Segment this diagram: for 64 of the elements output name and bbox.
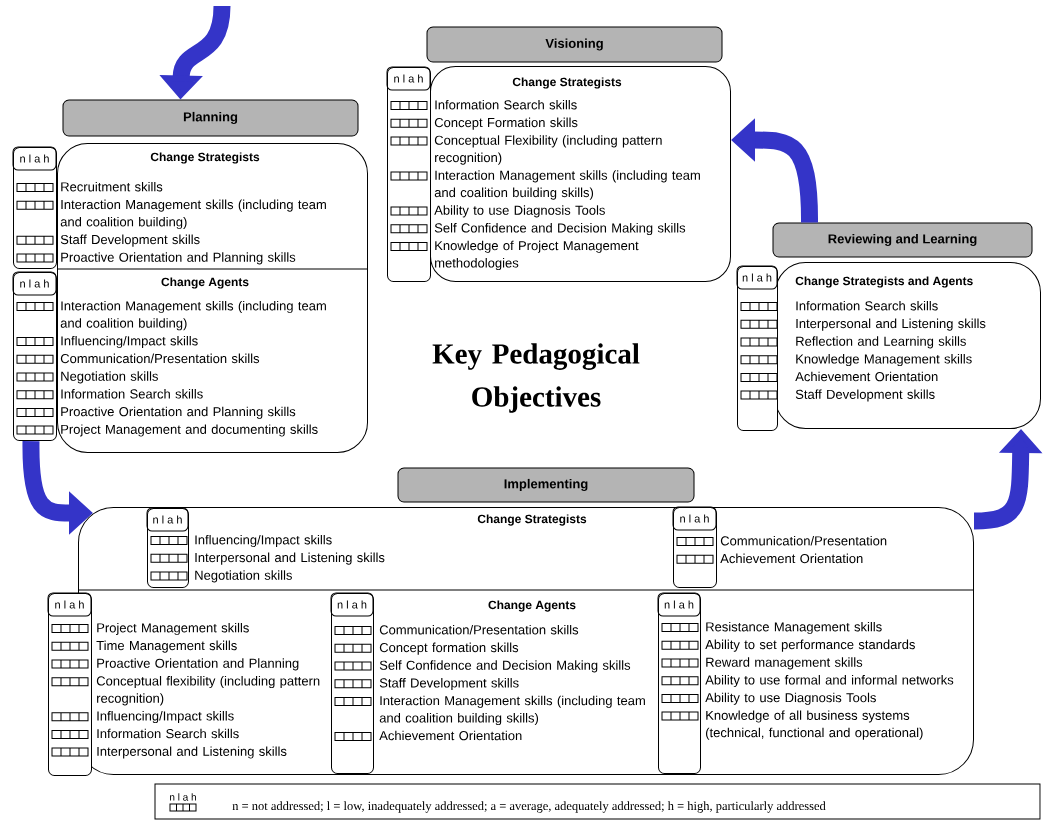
phase-header: Visioning xyxy=(426,26,723,63)
skills-panel xyxy=(56,143,368,453)
skill-item: Project Management skills xyxy=(97,622,249,635)
skill-item: Interaction Management skills (including team and coalition building skills) xyxy=(434,170,700,200)
phase-header: Reviewing and Learning xyxy=(772,222,1033,258)
skill-item: Time Management skills xyxy=(96,640,237,653)
skill-item: Interaction Management skills (including team and coalition building skills) xyxy=(379,695,645,726)
section-heading: Change Agents xyxy=(161,277,249,289)
skill-item: Knowledge of Project Management methodologies xyxy=(435,240,639,271)
skill-item: Ability to set performance standards xyxy=(705,639,915,652)
skills-panel xyxy=(775,262,1041,429)
skill-item: Negotiation skills xyxy=(61,371,158,384)
skill-item: Interaction Management skills (including team and coalition building) xyxy=(60,300,326,331)
skill-item: Ability to use formal and informal networks xyxy=(705,675,954,688)
skill-item: Interpersonal and Listening skills xyxy=(796,318,986,331)
section-heading: Change Agents xyxy=(488,600,576,612)
skill-item: Achievement Orientation xyxy=(795,371,938,382)
skill-item: Information Search skills xyxy=(435,99,577,110)
skill-item: Recruitment skills xyxy=(61,181,163,192)
skill-item: Communication/Presentation skills xyxy=(60,353,260,364)
rating-scale-label: n l a h xyxy=(170,793,196,801)
section-heading: Change Strategists and Agents xyxy=(795,276,973,288)
skill-item: Reward management skills xyxy=(706,657,863,670)
skill-item: Negotiation skills xyxy=(195,570,292,583)
skill-item: Information Search skills xyxy=(97,728,239,739)
skill-item: Resistance Management skills xyxy=(706,621,882,634)
legend-text: n = not addressed; l = low, inadequately addressed; a = average, adequately addressed; h = high, particularly addressed xyxy=(232,801,826,813)
skill-item: Concept formation skills xyxy=(379,642,519,655)
skill-item: Ability to use Diagnosis Tools xyxy=(705,692,876,705)
skill-item: Achievement Orientation xyxy=(379,730,522,741)
section-heading: Change Strategists xyxy=(477,514,587,526)
skill-item: Staff Development skills xyxy=(379,678,519,691)
skill-item: Ability to use Diagnosis Tools xyxy=(434,205,605,218)
skill-item: Interaction Management skills (including team and coalition building) xyxy=(60,199,326,229)
skill-item: Interpersonal and Listening skills xyxy=(97,746,287,759)
skill-item: Influencing/Impact skills xyxy=(97,711,234,724)
skill-item: Concept Formation skills xyxy=(434,117,578,130)
skill-item: Staff Development skills xyxy=(60,234,200,247)
skill-item: Proactive Orientation and Planning xyxy=(97,658,299,671)
title: Key Pedagogical Objectives xyxy=(432,343,640,413)
skill-item: Influencing/Impact skills xyxy=(195,534,332,547)
skill-item: Knowledge Management skills xyxy=(796,354,972,367)
skill-item: Information Search skills xyxy=(61,389,203,399)
section-heading: Change Strategists xyxy=(512,77,622,89)
skill-item: Information Search skills xyxy=(796,300,938,311)
skill-item: Achievement Orientation xyxy=(720,553,863,564)
skill-item: Reflection and Learning skills xyxy=(796,336,966,349)
skill-item: Communication/Presentation skills xyxy=(379,624,579,635)
skill-item: Communication/Presentation xyxy=(720,535,887,546)
skill-item: Conceptual Flexibility (including pattern recognition) xyxy=(434,135,662,165)
skill-item: Influencing/Impact skills xyxy=(61,335,198,348)
skill-item: Staff Development skills xyxy=(795,389,935,402)
skill-item: Proactive Orientation and Planning skills xyxy=(61,406,296,419)
skill-item: Conceptual flexibility (including pattern recognition) xyxy=(96,676,320,706)
skills-panel xyxy=(430,66,731,282)
skill-item: Self Confidence and Decision Making skills xyxy=(379,660,631,673)
skill-item: Self Confidence and Decision Making skills xyxy=(434,223,686,236)
phase-header: Implementing xyxy=(397,467,695,503)
skill-item: Project Management and documenting skills xyxy=(61,424,318,437)
skill-item: Knowledge of all business systems (technical, functional and operational) xyxy=(706,710,923,740)
phase-header: Planning xyxy=(62,99,359,137)
skill-item: Proactive Orientation and Planning skills xyxy=(61,252,296,265)
skill-item: Interpersonal and Listening skills xyxy=(195,552,385,565)
section-heading: Change Strategists xyxy=(150,152,260,164)
